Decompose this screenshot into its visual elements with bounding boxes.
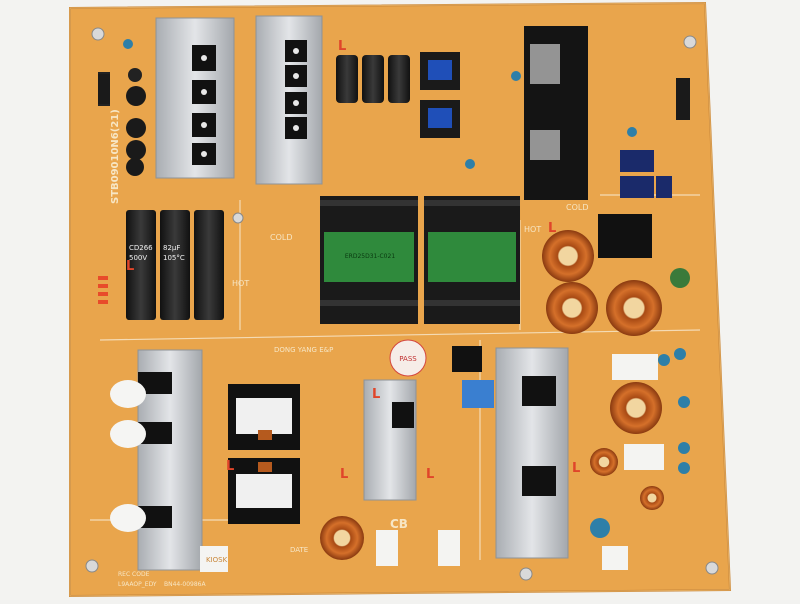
label-hot-right: HOT	[524, 225, 541, 234]
qc-sticker	[389, 339, 427, 377]
connector-white-bottom	[200, 546, 228, 572]
cap-text-3: 82μF	[163, 244, 180, 252]
transformer-text: ERD25D31-C021	[345, 253, 395, 260]
label-cold-left: COLD	[270, 233, 293, 242]
varistor-green	[670, 268, 690, 288]
small-transformers	[420, 52, 460, 138]
toroid-coils	[320, 230, 664, 560]
label-cb: CB	[390, 517, 408, 531]
ceramic-disk-caps	[123, 39, 690, 538]
resistor-ceramic-1	[376, 530, 398, 566]
label-l-4: L	[340, 467, 348, 482]
led-indicators	[98, 276, 108, 304]
heatsink-bottom-right	[495, 347, 569, 559]
ic-black	[452, 346, 482, 372]
connector-left-top	[98, 74, 110, 104]
relay-white-2	[624, 444, 664, 470]
large-heatsink-black	[524, 26, 588, 200]
label-hot-left: HOT	[232, 279, 249, 288]
cap-text-2: 500V	[129, 254, 147, 262]
film-caps-right	[620, 150, 672, 198]
cap-text-4: 105°C	[163, 254, 185, 262]
label-l-8: L	[548, 221, 556, 236]
label-l-6: L	[572, 461, 580, 476]
cap-text-1: CD266	[129, 244, 153, 252]
main-transformer-right	[424, 196, 520, 324]
date-label: DATE	[290, 546, 308, 554]
heatsink-bottom-center	[363, 379, 417, 501]
label-l-2: L	[126, 259, 134, 274]
bottom-code-rec: REC CODE	[118, 571, 150, 578]
label-l-1: L	[338, 39, 346, 54]
electrolytic-caps-top	[336, 55, 410, 103]
resistor-ceramic-2	[438, 530, 460, 566]
film-cap-blue	[462, 380, 494, 408]
heatsink-top-left	[155, 17, 235, 179]
brand-label: DONG YANG E&P	[274, 346, 333, 354]
connector-white-right	[602, 546, 628, 570]
relay-white-1	[612, 354, 658, 380]
bulk-capacitors	[126, 210, 224, 320]
output-inductors	[228, 384, 300, 524]
bottom-code-model: L9AAOP_EDY	[118, 581, 157, 588]
label-l-5: L	[426, 467, 434, 482]
qc-sticker-text: PASS	[399, 355, 417, 363]
label-l-7: L	[372, 387, 380, 402]
board-marking-vertical: STB09010N6(21)	[110, 109, 121, 204]
label-cold-right: COLD	[566, 203, 589, 212]
mounting-screws	[85, 27, 719, 581]
bridge-rectifier	[598, 214, 652, 258]
bottom-code-part: BN44-00986A	[164, 581, 206, 588]
connector-right-top	[676, 78, 690, 120]
bottom-code-kiosk: KIOSK	[206, 556, 228, 564]
label-l-3: L	[226, 459, 234, 474]
main-transformer-left	[320, 196, 418, 324]
heatsink-top-center	[255, 15, 323, 185]
heatsink-bottom-left	[110, 349, 203, 571]
